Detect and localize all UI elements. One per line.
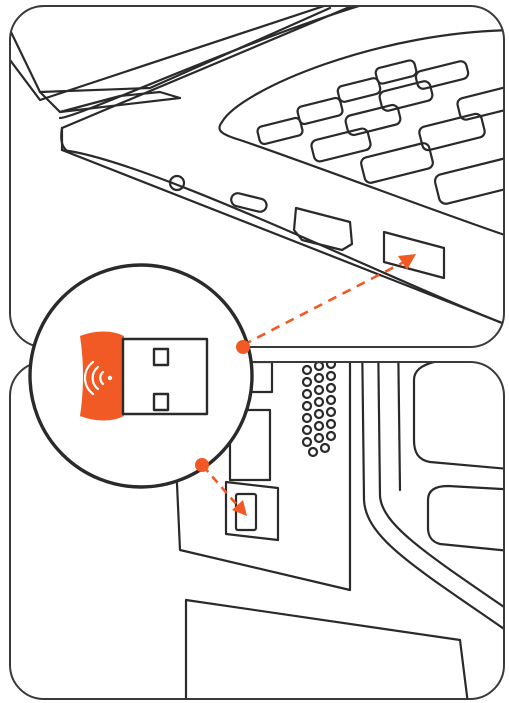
laptop-keys (256, 59, 509, 205)
desktop-vent-holes (303, 360, 335, 456)
laptop-keyboard-well (219, 30, 509, 240)
arrow-head-laptop (398, 254, 416, 270)
receiver-body (80, 332, 124, 421)
callout-anchor-dot-top (236, 340, 250, 354)
callout-circle (30, 265, 252, 487)
desktop-port-housing (226, 482, 278, 540)
desktop-side-panel-lower (428, 486, 509, 552)
desktop-lower-bezel (186, 600, 470, 703)
callout-anchor-dot-bottom (195, 458, 209, 472)
laptop-deck-edge (60, 0, 420, 118)
receiver-callout (30, 265, 252, 487)
desktop-tower-side (362, 330, 509, 640)
arrow-to-laptop-usb-port (243, 254, 416, 345)
laptop-panel (0, 0, 509, 330)
laptop-usb-c-port (230, 192, 268, 213)
